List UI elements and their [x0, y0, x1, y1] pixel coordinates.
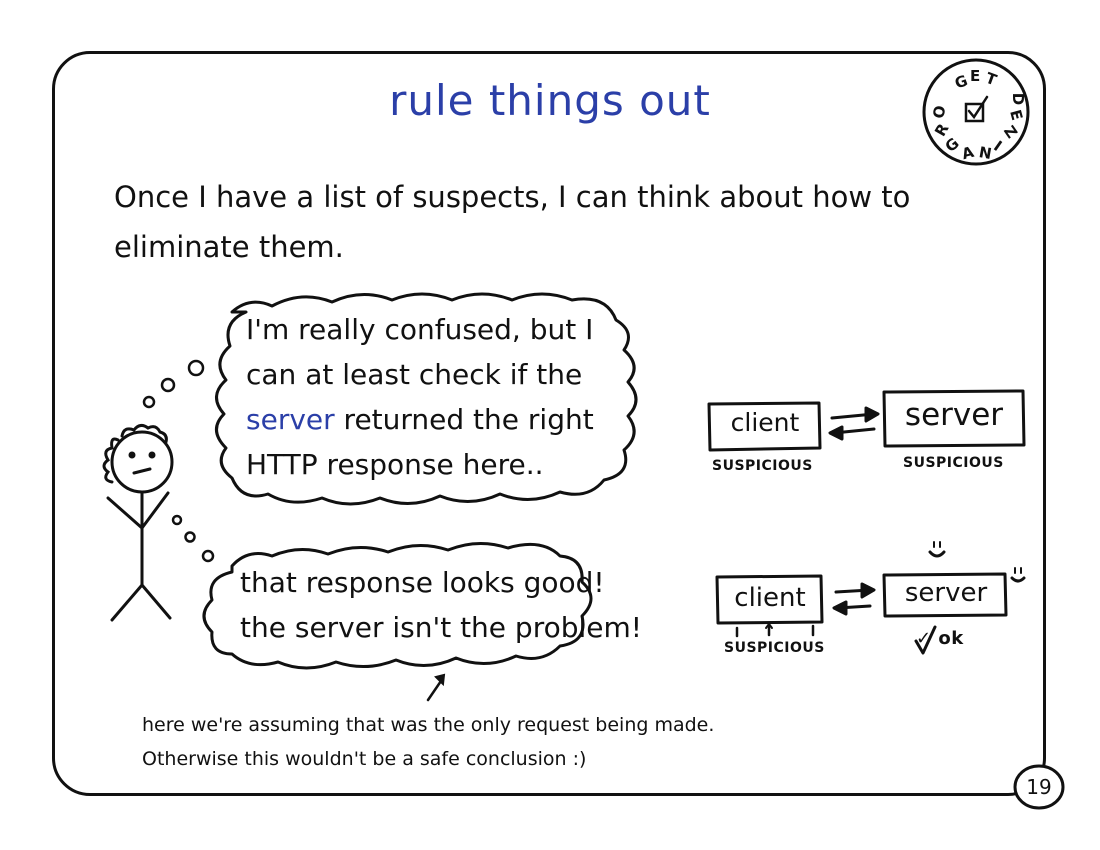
client-suspicious-tag-2: SUSPICIOUS [724, 640, 825, 656]
footnote-arrow [426, 679, 443, 702]
thought-dots-1 [142, 359, 205, 409]
bubble-1-line-2: can at least check if the [246, 358, 583, 391]
footnote-line-2: Otherwise this wouldn't be a safe conclu… [142, 748, 587, 770]
footnote: here we're assuming that was the only re… [142, 708, 714, 776]
diagram-1 [707, 389, 1026, 452]
client-suspicious-tag-1: SUSPICIOUS [712, 458, 813, 474]
footnote-line-1: here we're assuming that was the only re… [142, 714, 715, 736]
server-box-1 [882, 389, 1026, 448]
server-label-1: server [904, 397, 1004, 433]
client-box-1 [707, 401, 822, 452]
thought-dots-2 [171, 514, 215, 563]
client-label-1: client [730, 408, 800, 437]
page-title: rule things out [389, 76, 711, 125]
thought-bubble-1 [215, 292, 638, 506]
smile-icon [928, 541, 946, 558]
diagram-2 [715, 541, 1026, 655]
stick-figure [102, 423, 174, 622]
bubble-2-line-2: the server isn't the problem! [240, 611, 643, 644]
page-number: 19 [1026, 775, 1052, 799]
bubble-2-line-1: that response looks good! [240, 566, 605, 599]
client-label-2: client [734, 583, 806, 613]
bubble-1-line-3-rest: returned the right [334, 403, 594, 436]
server-box-2 [882, 572, 1008, 618]
client-box-2 [715, 574, 824, 625]
server-label-2: server [904, 578, 988, 608]
thought-bubble-2-text: that response looks good! the server isn… [240, 560, 642, 650]
thought-bubble-1-text: I'm really confused, but I can at least … [246, 307, 594, 487]
bubble-1-line-1: I'm really confused, but I [246, 313, 594, 346]
server-ok-status: ✓ ok [916, 628, 964, 649]
bubble-1-line-4: HTTP response here.. [246, 448, 544, 481]
bubble-1-line-3: server returned the right [246, 397, 594, 442]
checkmark-icon [914, 625, 937, 655]
server-highlight: server [246, 403, 335, 436]
smile-icon-2 [1010, 567, 1026, 583]
thought-bubble-2 [202, 542, 593, 670]
checkbox-icon [964, 95, 989, 123]
intro-text: Once I have a list of suspects, I can th… [114, 180, 911, 264]
server-suspicious-tag-1: SUSPICIOUS [903, 455, 1004, 471]
